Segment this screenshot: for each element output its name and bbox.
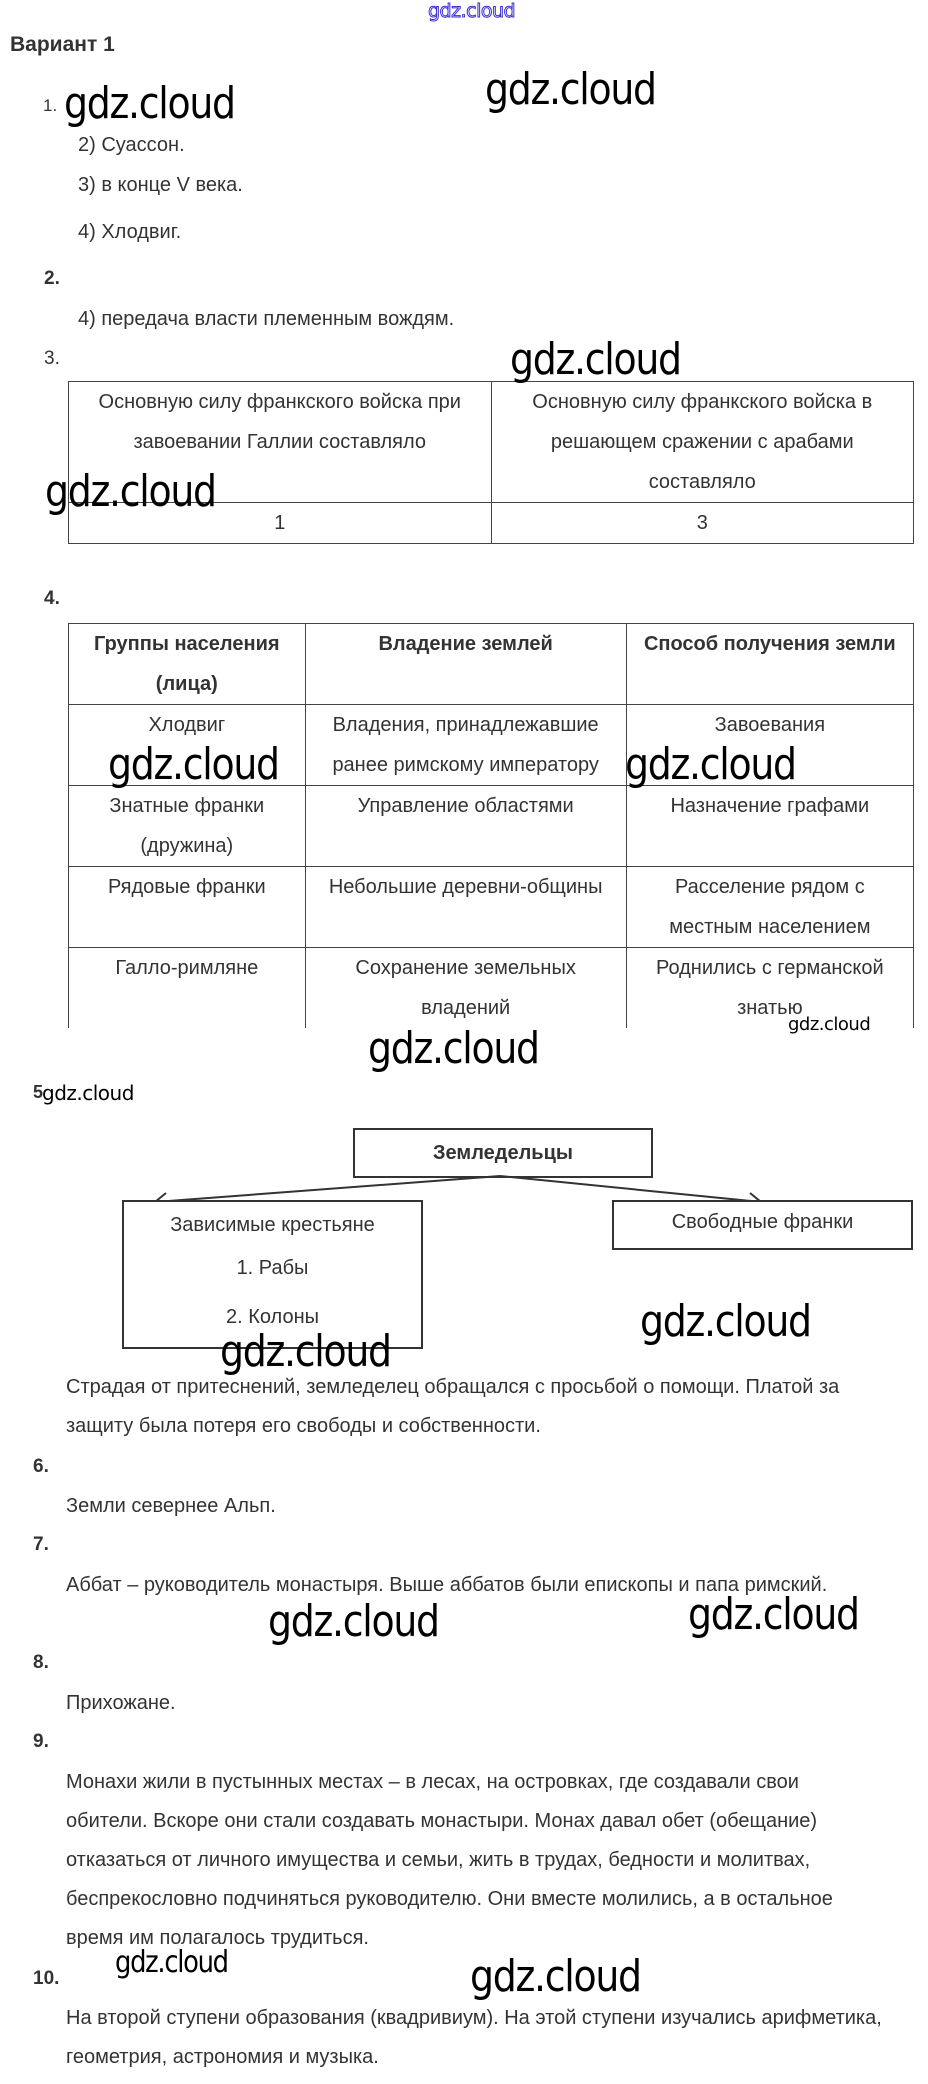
question-10-number: 10.	[33, 1968, 60, 1989]
watermark: gdz.cloud	[268, 1596, 440, 1647]
table-cell: 3	[490, 502, 914, 544]
question-1-answer-2: 3) в конце V века.	[78, 174, 243, 196]
table-cell: Назначение графами	[625, 785, 915, 867]
question-8-number: 8.	[33, 1652, 49, 1673]
question-4-number: 4.	[44, 588, 60, 609]
table-cell: Знатные франки (дружина)	[68, 785, 306, 867]
table-cell: Роднились с германской знатью	[625, 947, 915, 1028]
watermark: gdz.cloud	[625, 739, 797, 790]
table-cell: Рядовые франки	[68, 866, 306, 948]
question-7-text: Аббат – руководитель монастыря. Выше абб…	[66, 1574, 828, 1596]
question-1-answer-3: 4) Хлодвиг.	[78, 221, 182, 243]
table-cell: Небольшие деревни-общины	[304, 866, 627, 948]
question-1-number: 1.	[43, 96, 58, 115]
table-header-cell: Основную силу франкского войска при заво…	[68, 381, 492, 503]
question-3-number: 3.	[44, 348, 60, 369]
question-3-table: Основную силу франкского войска при заво…	[68, 381, 914, 544]
question-5-text: Страдая от притеснений, земледелец обращ…	[66, 1376, 840, 1437]
question-2-number: 2.	[44, 268, 60, 289]
watermark: gdz.cloud	[64, 78, 236, 129]
watermark: gdz.cloud	[485, 64, 657, 115]
table-cell: Владения, принадлежавшие ранее римскому …	[304, 704, 627, 786]
question-10-text: На второй ступени образования (квадривиу…	[66, 2007, 882, 2068]
question-6-number: 6.	[33, 1456, 49, 1477]
watermark: gdz.cloud	[42, 1081, 134, 1105]
diagram-left-item-2: 2. Колоны	[225, 1306, 319, 1328]
site-watermark-top: gdz.cloud	[427, 0, 516, 23]
question-2-answer: 4) передача власти племенным вождям.	[78, 308, 455, 330]
table-cell: Сохранение земельных владений	[304, 947, 627, 1028]
table-header-cell: Способ получения земли	[625, 623, 915, 705]
question-9-number: 9.	[33, 1731, 49, 1752]
table-cell: Галло-римляне	[68, 947, 306, 1028]
watermark: gdz.cloud	[115, 1945, 229, 1980]
arrow-right-line	[499, 1175, 762, 1203]
table-header-cell: Владение землей	[304, 623, 627, 705]
diagram-right-box: Свободные франки	[612, 1200, 913, 1250]
question-1-answer-1: 2) Суассон.	[78, 134, 185, 156]
question-5-number: 5	[33, 1082, 44, 1102]
table-cell: Хлодвиг	[68, 704, 306, 786]
table-header-row: Группы населения (лица) Владение землей …	[68, 623, 915, 705]
table-row: Рядовые франки Небольшие деревни-общины …	[68, 866, 915, 948]
diagram-left-item-1: 1. Рабы	[236, 1257, 309, 1279]
watermark: gdz.cloud	[220, 1326, 392, 1377]
watermark: gdz.cloud	[368, 1023, 540, 1074]
table-header-cell: Группы населения (лица)	[68, 623, 306, 705]
diagram-left-title: Зависимые крестьяне	[170, 1214, 375, 1236]
table-cell: Управление областями	[304, 785, 627, 867]
question-6-text: Земли севернее Альп.	[66, 1495, 276, 1517]
diagram-left-box: Зависимые крестьяне 1. Рабы 2. Колоны	[122, 1200, 423, 1349]
watermark: gdz.cloud	[640, 1296, 812, 1347]
page-title: Вариант 1	[10, 33, 115, 56]
watermark: gdz.cloud	[45, 466, 217, 517]
watermark: gdz.cloud	[470, 1951, 642, 2002]
question-8-text: Прихожане.	[66, 1692, 176, 1714]
question-7-number: 7.	[33, 1534, 49, 1555]
diagram-arrows	[153, 1175, 763, 1212]
watermark: gdz.cloud	[510, 334, 682, 385]
table-row: Знатные франки (дружина) Управление обла…	[68, 785, 915, 867]
table-cell: Завоевания	[625, 704, 915, 786]
watermark: gdz.cloud	[688, 1589, 860, 1640]
arrow-left-line	[154, 1175, 501, 1203]
table-cell: 1	[68, 502, 492, 544]
watermark: gdz.cloud	[108, 739, 280, 790]
table-row: Галло-римляне Сохранение земельных владе…	[68, 947, 915, 1028]
question-4-table: Группы населения (лица) Владение землей …	[68, 623, 915, 1028]
table-cell: Расселение рядом с местным населением	[625, 866, 915, 948]
table-header-cell: Основную силу франкского войска в решающ…	[490, 381, 914, 503]
question-9-text: Монахи жили в пустынных местах – в лесах…	[66, 1771, 833, 1949]
table-row: Хлодвиг Владения, принадлежавшие ранее р…	[68, 704, 915, 786]
watermark: gdz.cloud	[788, 1014, 871, 1035]
